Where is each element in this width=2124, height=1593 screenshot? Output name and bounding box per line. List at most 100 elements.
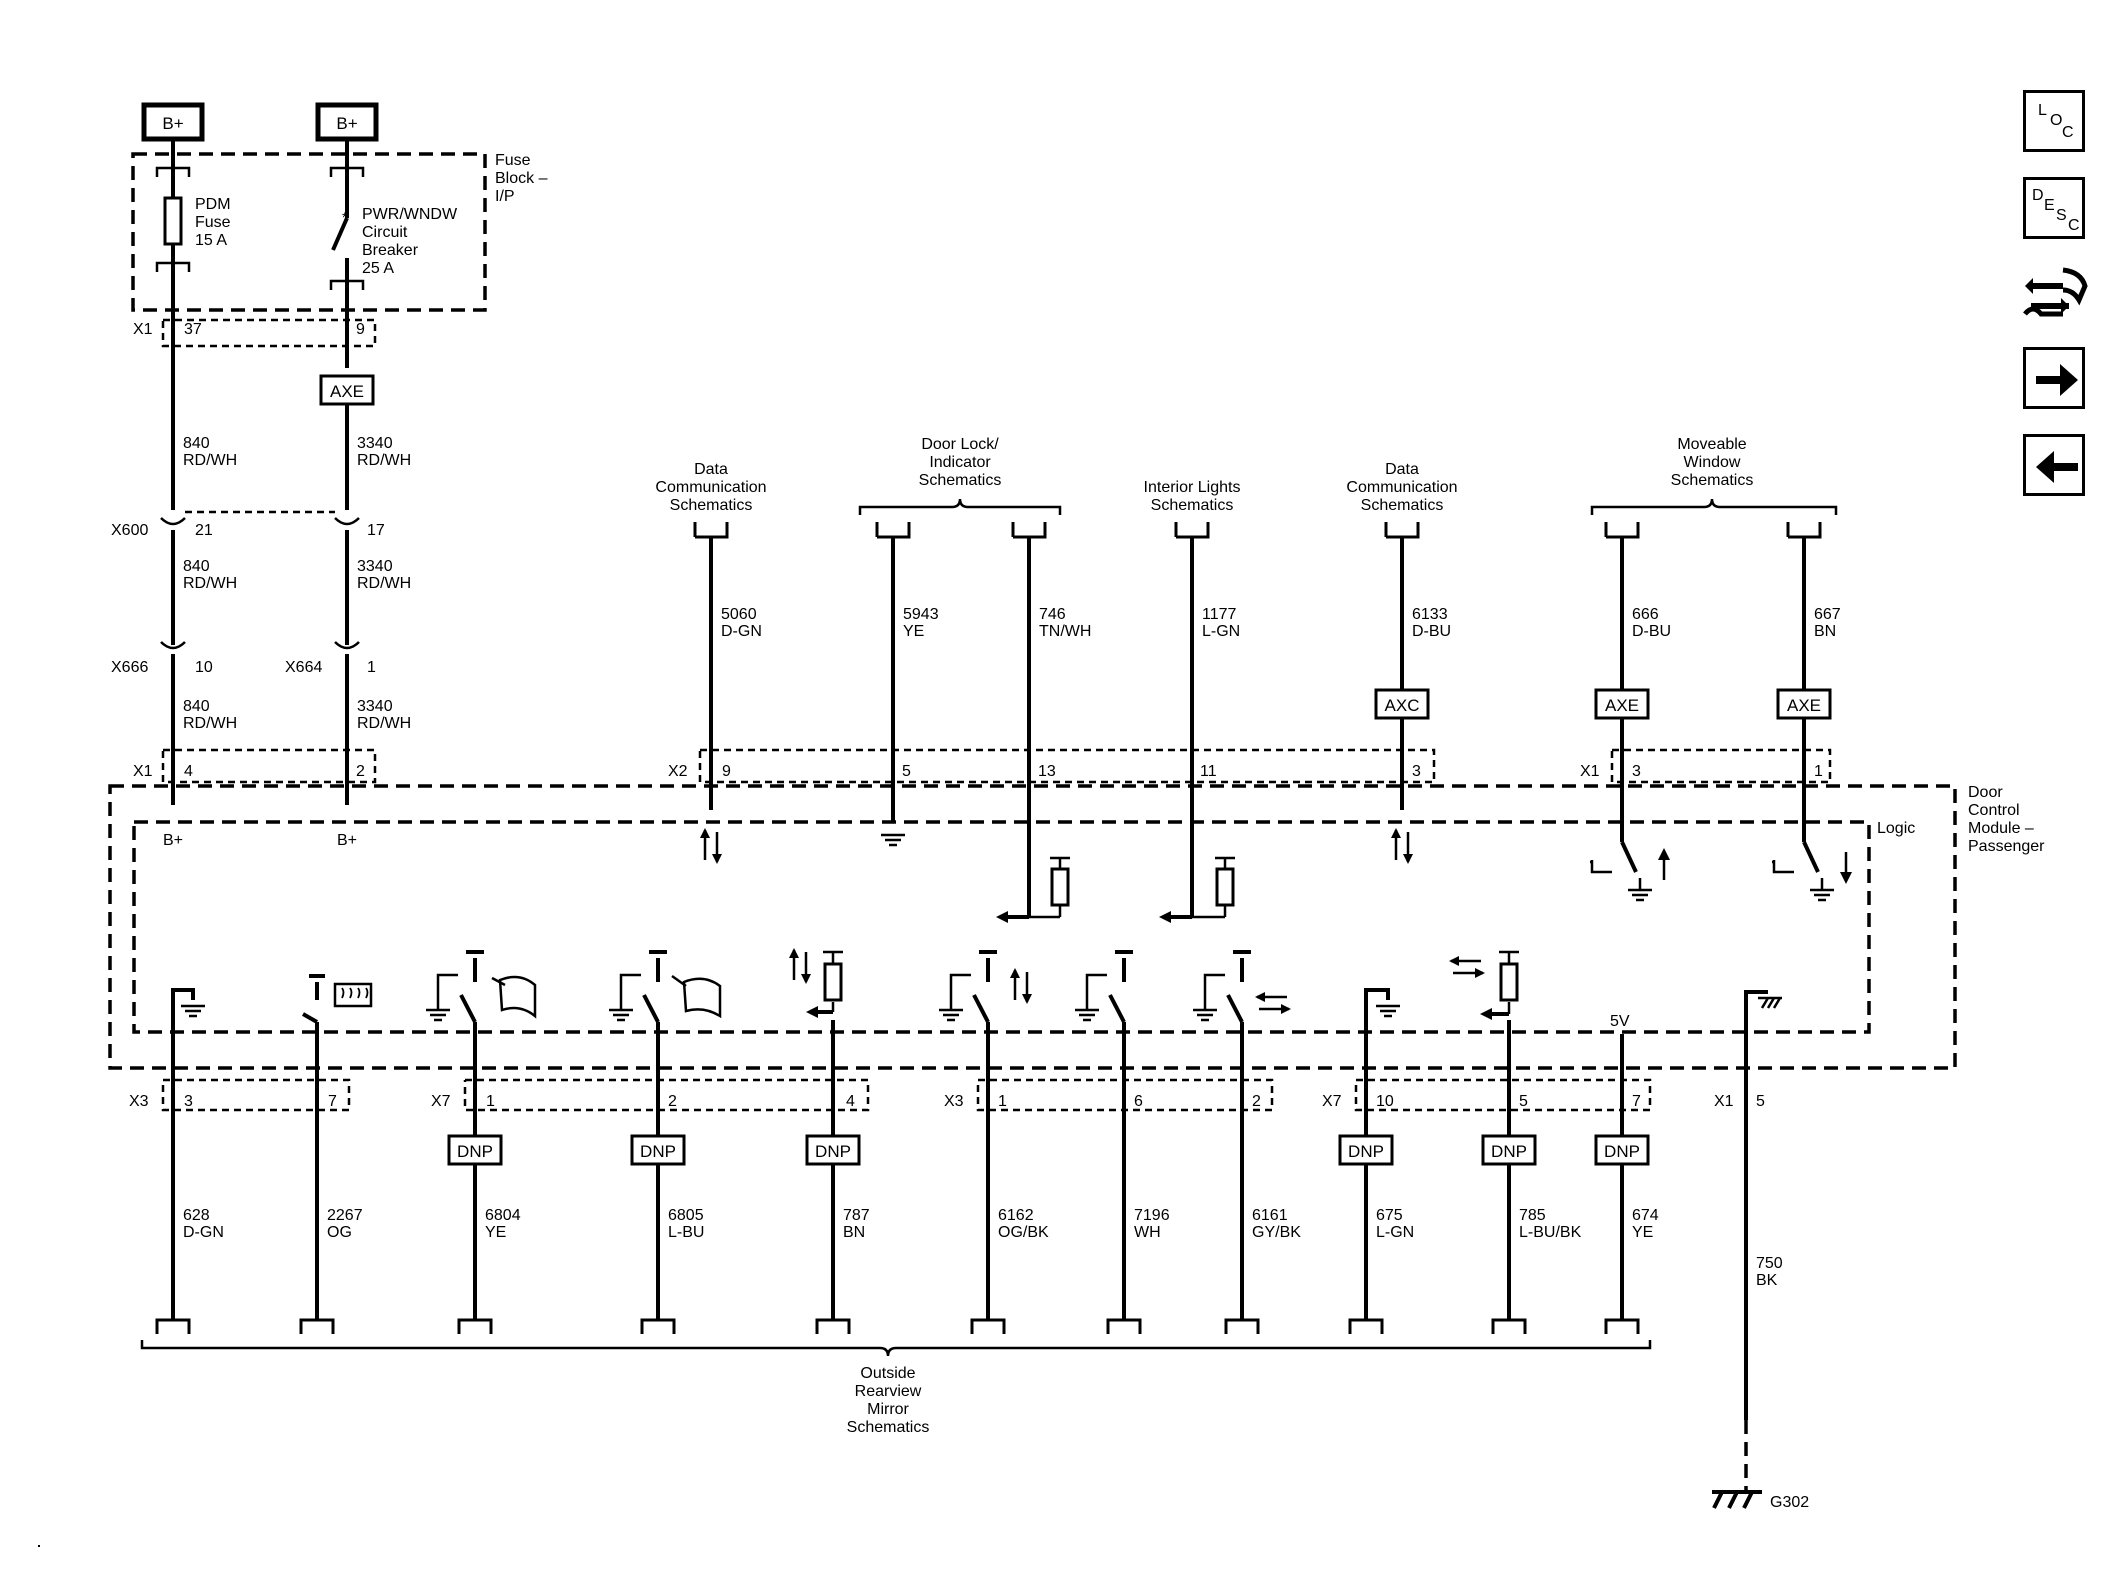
svg-text:1177: 1177 xyxy=(1202,606,1237,623)
svg-text:AXE: AXE xyxy=(1787,696,1821,715)
svg-text:6133: 6133 xyxy=(1412,606,1448,623)
svg-text:7: 7 xyxy=(1632,1093,1641,1110)
svg-text:L-BU/BK: L-BU/BK xyxy=(1519,1224,1582,1241)
ref-outside-mirror[interactable]: Outside Rearview Mirror Schematics xyxy=(847,1365,930,1436)
svg-text:840: 840 xyxy=(183,558,210,575)
svg-text:TN/WH: TN/WH xyxy=(1039,623,1091,640)
next-page-button[interactable] xyxy=(2023,347,2085,409)
svg-text:2: 2 xyxy=(356,763,365,780)
svg-text:BN: BN xyxy=(843,1224,865,1241)
connector-x3-a xyxy=(161,1078,351,1112)
svg-text:YE: YE xyxy=(485,1224,506,1241)
arrow-left-icon xyxy=(2036,451,2078,483)
svg-text:667: 667 xyxy=(1814,606,1841,623)
svg-text:X7: X7 xyxy=(431,1093,451,1110)
svg-text:Data: Data xyxy=(694,461,728,478)
arrow-right-icon xyxy=(2036,364,2078,396)
ref-data-comm-2[interactable]: Data Communication Schematics xyxy=(1346,461,1457,514)
connector-x3-b xyxy=(976,1078,1274,1112)
svg-text:WH: WH xyxy=(1134,1224,1161,1241)
logic-outline xyxy=(132,820,1871,1034)
axe-tag-2 xyxy=(1594,688,1650,720)
connector-x1-mid xyxy=(161,748,377,784)
svg-text:D-BU: D-BU xyxy=(1412,623,1451,640)
dnp-tag-6804: DNP xyxy=(447,1134,503,1166)
svg-text:Rearview: Rearview xyxy=(855,1383,922,1400)
svg-text:21: 21 xyxy=(195,522,213,539)
svg-text:Data: Data xyxy=(1385,461,1419,478)
ref-interior-lights[interactable]: Interior Lights Schematics xyxy=(1144,479,1241,514)
ref-door-lock[interactable]: Door Lock/ Indicator Schematics xyxy=(919,436,1002,489)
svg-text:2267: 2267 xyxy=(327,1207,363,1224)
svg-text:5: 5 xyxy=(902,763,911,780)
b-plus-pin-2: B+ xyxy=(337,832,357,849)
svg-text:787: 787 xyxy=(843,1207,870,1224)
loc-icon: L O C xyxy=(2038,102,2074,141)
svg-text:D-BU: D-BU xyxy=(1632,623,1671,640)
svg-text:9: 9 xyxy=(722,763,731,780)
svg-text:Interior Lights: Interior Lights xyxy=(1144,479,1241,496)
ref-data-comm-1[interactable]: Data Communication Schematics xyxy=(655,461,766,514)
svg-text:6804: 6804 xyxy=(485,1207,521,1224)
svg-text:E: E xyxy=(2044,197,2055,214)
svg-text:DNP: DNP xyxy=(1348,1142,1384,1161)
dnp-tag-6805: DNP xyxy=(630,1134,686,1166)
svg-text:13: 13 xyxy=(1038,763,1056,780)
corner-mark xyxy=(38,1545,40,1547)
svg-text:6: 6 xyxy=(1134,1093,1143,1110)
svg-text:37: 37 xyxy=(184,321,202,338)
svg-text:X1: X1 xyxy=(133,763,153,780)
circuit-breaker-contact xyxy=(331,217,349,251)
svg-text:D-GN: D-GN xyxy=(183,1224,224,1241)
svg-text:DNP: DNP xyxy=(457,1142,493,1161)
svg-text:AXE: AXE xyxy=(1605,696,1639,715)
location-button[interactable]: L O C xyxy=(2023,90,2085,152)
breaker-label-4: 25 A xyxy=(362,260,394,277)
connector-x7-b xyxy=(1354,1078,1652,1112)
svg-text:3: 3 xyxy=(1632,763,1641,780)
svg-text:5943: 5943 xyxy=(903,606,939,623)
svg-text:BK: BK xyxy=(1756,1272,1778,1289)
svg-text:RD/WH: RD/WH xyxy=(357,715,411,732)
ground-label: G302 xyxy=(1770,1494,1809,1511)
svg-text:7: 7 xyxy=(328,1093,337,1110)
svg-text:5: 5 xyxy=(1756,1093,1765,1110)
svg-text:Schematics: Schematics xyxy=(1151,497,1234,514)
connector-x664-label: X664 xyxy=(285,659,322,676)
svg-text:OG: OG xyxy=(327,1224,352,1241)
axe-tag-3 xyxy=(1776,688,1832,720)
connector-x2 xyxy=(698,748,1436,784)
ref-moveable-window[interactable]: Moveable Window Schematics xyxy=(1671,436,1754,489)
previous-page-button[interactable] xyxy=(2023,434,2085,496)
svg-text:*: * xyxy=(342,209,348,225)
svg-text:17: 17 xyxy=(367,522,385,539)
svg-text:Door Lock/: Door Lock/ xyxy=(921,436,999,453)
connector-x1-bottom: X1 xyxy=(1714,1093,1734,1110)
svg-text:YE: YE xyxy=(903,623,924,640)
svg-text:RD/WH: RD/WH xyxy=(183,715,237,732)
description-button[interactable]: D E S C xyxy=(2023,177,2085,239)
svg-text:4: 4 xyxy=(184,763,193,780)
svg-text:3: 3 xyxy=(184,1093,193,1110)
mirror-ref-connectors xyxy=(155,1318,1640,1334)
dnp-tag-675: DNP xyxy=(1338,1134,1394,1166)
dnp-tag-674: DNP xyxy=(1594,1134,1650,1166)
svg-text:Moveable: Moveable xyxy=(1677,436,1746,453)
component-connector-button[interactable] xyxy=(2023,260,2088,322)
svg-text:628: 628 xyxy=(183,1207,210,1224)
fuse-label-2: Fuse xyxy=(195,214,231,231)
svg-text:5060: 5060 xyxy=(721,606,757,623)
fuse-block-outline xyxy=(131,152,487,312)
svg-text:X1: X1 xyxy=(1580,763,1600,780)
svg-text:Schematics: Schematics xyxy=(670,497,753,514)
svg-text:1: 1 xyxy=(998,1093,1007,1110)
svg-text:Schematics: Schematics xyxy=(1671,472,1754,489)
wire-840-color-1: RD/WH xyxy=(183,452,237,469)
svg-text:BN: BN xyxy=(1814,623,1836,640)
svg-text:674: 674 xyxy=(1632,1207,1659,1224)
svg-text:Mirror: Mirror xyxy=(867,1401,909,1418)
svg-text:9: 9 xyxy=(356,321,365,338)
mirror-right-icon xyxy=(671,974,722,1019)
svg-text:X1: X1 xyxy=(133,321,153,338)
